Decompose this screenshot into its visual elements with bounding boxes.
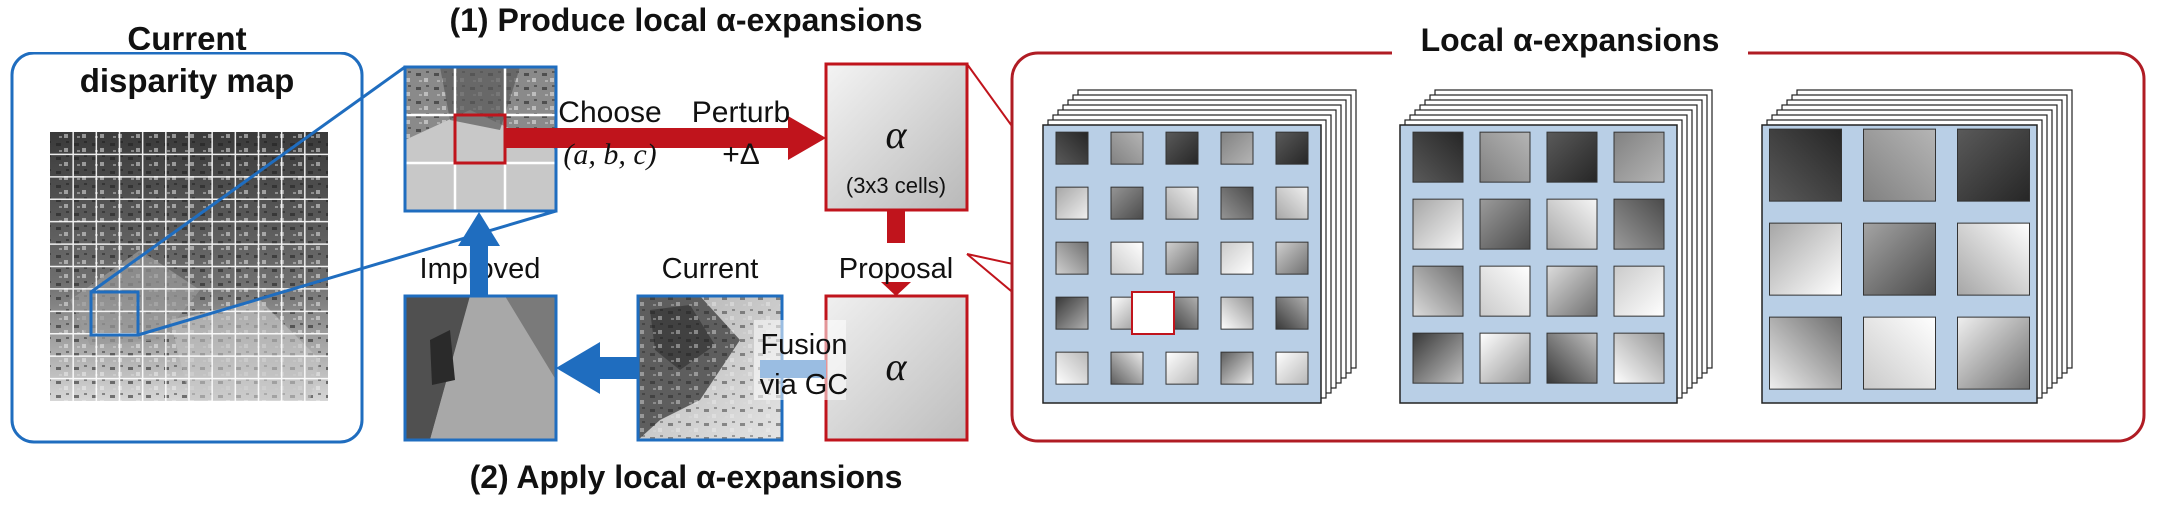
choose-label: Choose [558, 96, 661, 129]
current-label: Current [662, 253, 759, 285]
params-label: (a, b, c) [563, 138, 656, 171]
expansion-cell [1546, 265, 1598, 317]
delta-label: +Δ [722, 138, 760, 171]
expansion-cell [1220, 186, 1254, 220]
fusion-label-2: via GC [760, 369, 849, 401]
cells-label: (3x3 cells) [846, 173, 946, 198]
expansion-cell [1055, 186, 1089, 220]
disparity-map-image [50, 132, 328, 401]
expansion-cell [1613, 198, 1665, 250]
expansion-cell [1165, 186, 1199, 220]
expansion-cell [1412, 265, 1464, 317]
expansion-cell [1957, 316, 2030, 390]
expansion-cell [1613, 131, 1665, 183]
expansion-cell [1479, 198, 1531, 250]
local-panel-title: Local α-expansions [1421, 22, 1720, 58]
expansion-cell [1275, 186, 1309, 220]
expansion-cell [1769, 316, 1842, 390]
produce-arrow [505, 116, 826, 160]
fusion-label-1: Fusion [760, 329, 847, 361]
expansion-cell [1863, 128, 1936, 202]
alpha-symbol-bottom: α [886, 344, 908, 389]
update-arrow [458, 212, 500, 296]
alpha-symbol-top: α [886, 112, 908, 157]
improved-crop-image [403, 294, 558, 442]
expansion-cell [1055, 296, 1089, 330]
expansion-cell [1055, 351, 1089, 385]
expansion-cell [1769, 222, 1842, 296]
expansion-cell [1110, 351, 1144, 385]
expansion-stack-2 [1399, 89, 1713, 404]
expansion-cell [1613, 332, 1665, 384]
expansion-cell [1863, 316, 1936, 390]
expansion-cell [1412, 332, 1464, 384]
expansion-cell [1110, 131, 1144, 165]
expansion-cell [1110, 186, 1144, 220]
step2-title: (2) Apply local α-expansions [470, 459, 903, 495]
expansion-cell [1479, 131, 1531, 183]
current-disparity-panel: Current disparity map [10, 20, 364, 444]
expansion-cell [1546, 198, 1598, 250]
current-map-title-2: disparity map [80, 62, 295, 99]
expansion-cell [1220, 131, 1254, 165]
expansion-cell [1546, 131, 1598, 183]
expansion-cell [1412, 198, 1464, 250]
expansion-stack-1 [1042, 89, 1357, 404]
step1-title: (1) Produce local α-expansions [449, 2, 922, 38]
proposal-arrow [881, 210, 911, 296]
expansion-cell [1220, 351, 1254, 385]
alpha-proposal-box-bottom: α [824, 294, 969, 442]
highlighted-expansion-cell [1131, 291, 1175, 335]
expansion-cell [1613, 265, 1665, 317]
proposal-label: Proposal [839, 253, 953, 285]
expansion-cell [1479, 265, 1531, 317]
expansion-cell [1165, 131, 1199, 165]
expansion-cell [1220, 241, 1254, 275]
improve-arrow [556, 342, 638, 394]
expansion-cell [1957, 128, 2030, 202]
expansion-cell [1275, 241, 1309, 275]
expansion-cell [1412, 131, 1464, 183]
expansion-cell [1110, 241, 1144, 275]
perturb-label: Perturb [692, 96, 790, 129]
expansion-stack-3 [1761, 89, 2073, 404]
expansion-cell [1055, 131, 1089, 165]
expansion-cell [1863, 222, 1936, 296]
expansion-cell [1957, 222, 2030, 296]
expansion-cell [1769, 128, 1842, 202]
expansion-cell [1220, 296, 1254, 330]
alpha-proposal-box: α (3x3 cells) [824, 62, 969, 212]
expansion-cell [1275, 131, 1309, 165]
expansion-cell [1546, 332, 1598, 384]
expansion-cell [1275, 296, 1309, 330]
local-expansions-panel: Local α-expansions [1010, 22, 2146, 443]
expansion-cell [1479, 332, 1531, 384]
expansion-cell [1275, 351, 1309, 385]
expansion-cell [1165, 241, 1199, 275]
expansion-cell [1055, 241, 1089, 275]
zoom-region-marker [89, 290, 140, 337]
expansion-cell [1165, 351, 1199, 385]
